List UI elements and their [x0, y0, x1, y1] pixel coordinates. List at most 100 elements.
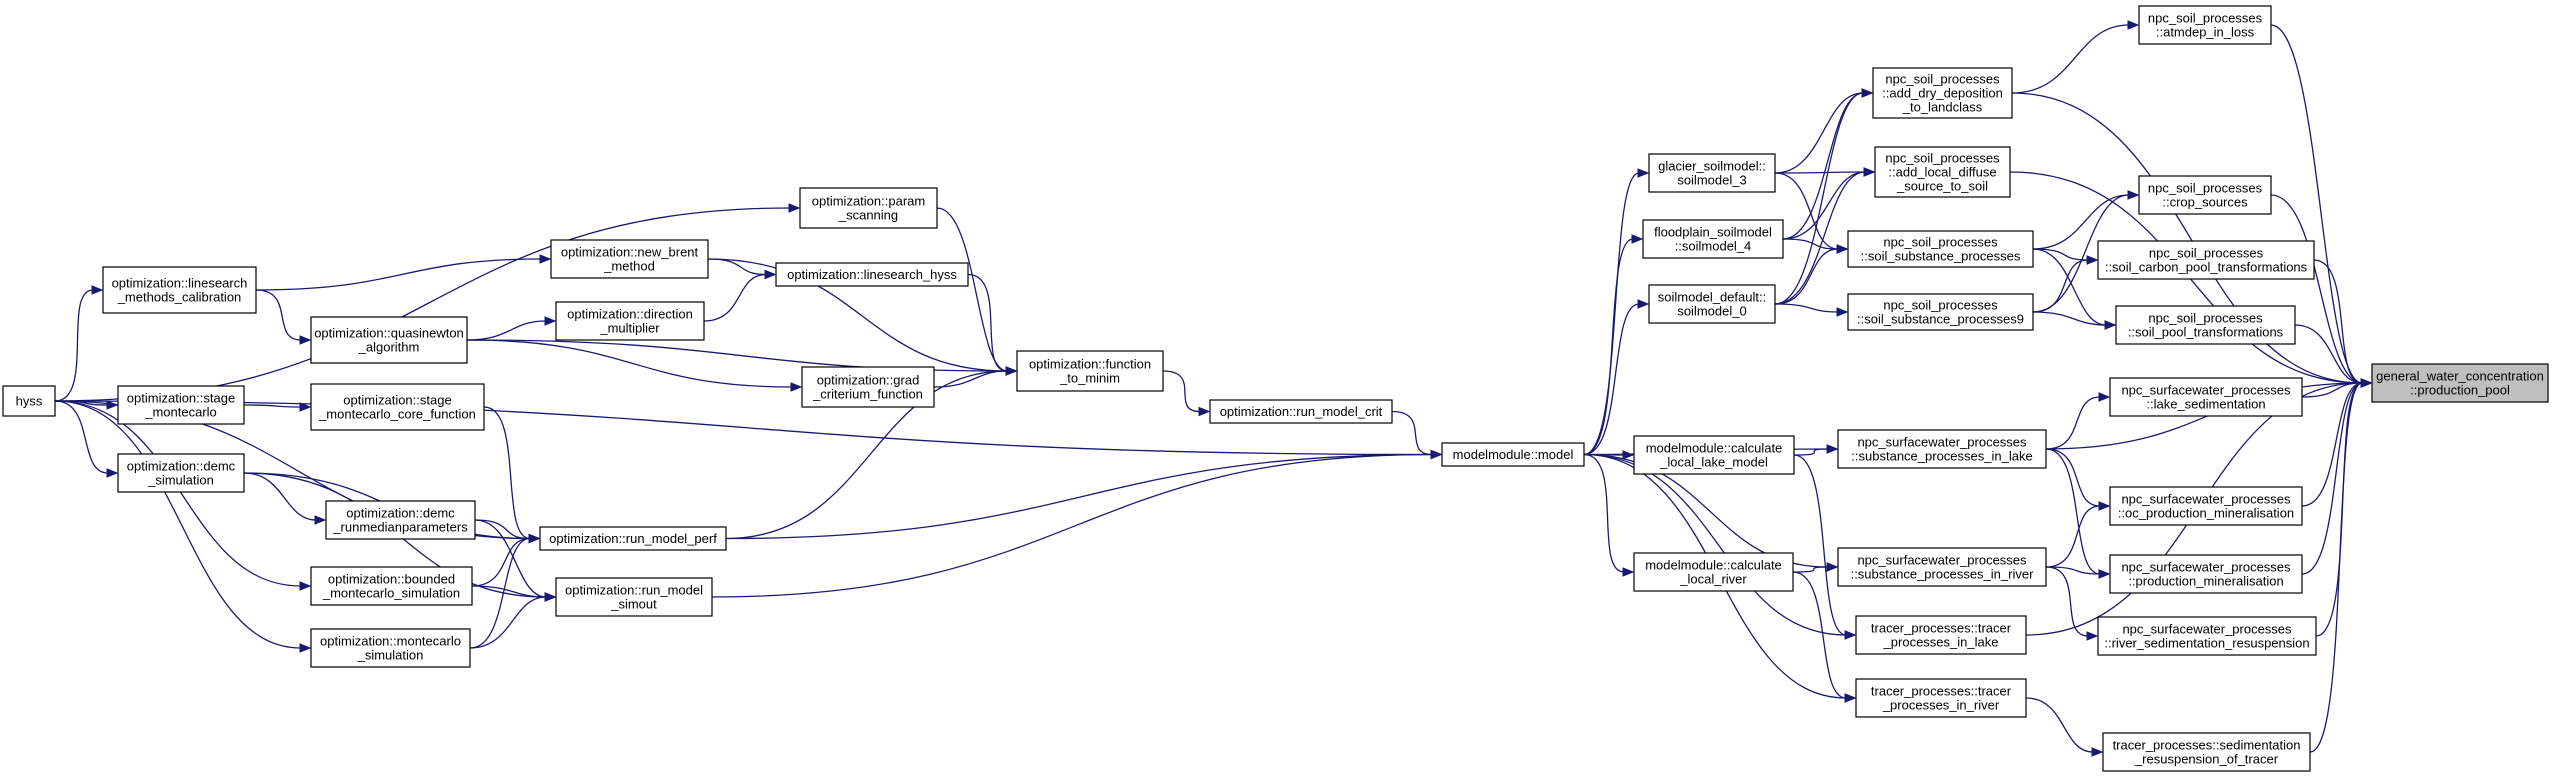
edge-line [2315, 382, 2363, 637]
node-box [310, 628, 471, 668]
node-river_sed[interactable]: npc_surfacewater_processes::river_sedime… [2097, 616, 2317, 656]
arrow-head-icon [544, 592, 557, 602]
arrow-head-icon [1637, 168, 1650, 178]
node-carbon[interactable]: npc_soil_processes::soil_carbon_pool_tra… [2097, 240, 2315, 280]
node-label: npc_soil_processes [1885, 151, 2000, 166]
edge-floodplain-to-add_diffuse [1782, 167, 1876, 240]
node-box [801, 366, 935, 408]
node-gwc_pp[interactable]: general_water_concentration::production_… [2371, 363, 2549, 403]
edge-line [54, 289, 94, 402]
edge-prod_min-to-gwc_pp [2301, 378, 2373, 575]
node-add_diffuse[interactable]: npc_soil_processes::add_local_diffuse_so… [1874, 146, 2011, 198]
node-label: _montecarlo_core_function [318, 407, 476, 422]
node-bounded_mc[interactable]: optimization::bounded_montecarlo_simulat… [310, 566, 473, 606]
edge-sm_default-to-add_dry [1774, 88, 1874, 305]
edge-line [707, 258, 1008, 372]
arrow-head-icon [764, 269, 777, 280]
edge-quasinewton-to-direction [466, 316, 557, 341]
node-crop[interactable]: npc_soil_processes::crop_sources [2138, 175, 2272, 215]
node-box [102, 266, 257, 314]
arrow-head-icon [790, 382, 803, 392]
arrow-head-icon [788, 203, 801, 213]
node-tr_lake[interactable]: tracer_processes::tracer_processes_in_la… [1855, 615, 2027, 655]
node-calc_lake[interactable]: modelmodule::calculate_local_lake_model [1633, 435, 1795, 475]
node-run_crit[interactable]: optimization::run_model_crit [1209, 399, 1393, 424]
edge-line [725, 370, 1008, 540]
edge-line [1782, 171, 1866, 240]
arrow-head-icon [1863, 167, 1876, 177]
edge-line [703, 273, 767, 322]
node-calc_river[interactable]: modelmodule::calculate_local_river [1633, 552, 1794, 592]
edge-line [1391, 410, 1433, 456]
node-floodplain[interactable]: floodplain_soilmodel::soilmodel_4 [1642, 219, 1784, 259]
node-param_scan[interactable]: optimization::param_scanning [799, 187, 938, 229]
node-run_perf[interactable]: optimization::run_model_perf [539, 526, 727, 551]
edge-calc_river-to-sw_river [1792, 562, 1839, 573]
edge-model-to-glacier [1583, 168, 1650, 456]
node-box [1633, 435, 1795, 475]
node-grad[interactable]: optimization::grad_criterium_function [801, 366, 935, 408]
node-soilpool[interactable]: npc_soil_processes::soil_pool_transforma… [2115, 305, 2296, 345]
node-label: _simulation [357, 648, 424, 663]
edge-line [483, 406, 531, 540]
node-direction[interactable]: optimization::direction_multiplier [555, 301, 705, 341]
node-label: general_water_concentration [2376, 369, 2544, 384]
node-atmdep[interactable]: npc_soil_processes::atmdep_in_loss [2138, 5, 2272, 45]
node-box [1209, 399, 1393, 424]
arrow-head-icon [2127, 190, 2140, 200]
node-model[interactable]: modelmodule::model [1441, 442, 1585, 467]
edge-line [474, 519, 531, 540]
node-stage_mc[interactable]: optimization::stage_montecarlo [117, 385, 245, 425]
node-tr_sed[interactable]: tracer_processes::sedimentation_resuspen… [2102, 732, 2311, 772]
edge-line [707, 258, 767, 276]
edge-sw_river-to-river_sed [2045, 566, 2099, 641]
node-tr_river[interactable]: tracer_processes::tracer_processes_in_ri… [1855, 678, 2027, 718]
node-label: optimization::stage [343, 393, 451, 408]
node-label: optimization::param [812, 194, 925, 209]
arrow-head-icon [544, 316, 557, 326]
node-sm_default[interactable]: soilmodel_default::soilmodel_0 [1648, 284, 1776, 324]
node-lsmc[interactable]: optimization::linesearch_methods_calibra… [102, 266, 257, 314]
node-lake_sed[interactable]: npc_surfacewater_processes::lake_sedimen… [2109, 377, 2303, 417]
node-sw_lake[interactable]: npc_surfacewater_processes::substance_pr… [1837, 429, 2047, 469]
node-glacier[interactable]: glacier_soilmodel::soilmodel_3 [1648, 153, 1776, 193]
node-box [117, 385, 245, 425]
node-label: ::soil_carbon_pool_transformations [2105, 260, 2308, 275]
node-func_minim[interactable]: optimization::function_to_minim [1016, 350, 1164, 392]
node-label: _algorithm [358, 340, 420, 355]
edge-line [2011, 24, 2130, 94]
arrow-head-icon [528, 533, 541, 544]
node-prod_min[interactable]: npc_surfacewater_processes::production_m… [2109, 554, 2303, 594]
arrow-head-icon [106, 468, 119, 478]
node-quasinewton[interactable]: optimization::quasinewton_algorithm [310, 316, 468, 364]
edge-line [1583, 453, 1847, 636]
node-box [1872, 67, 2013, 119]
edge-run_perf-to-func_minim [725, 366, 1018, 540]
node-sw_river[interactable]: npc_surfacewater_processes::substance_pr… [1837, 547, 2047, 587]
node-new_brent[interactable]: optimization::new_brent_method [550, 239, 709, 279]
node-ls_hyss[interactable]: optimization::linesearch_hyss [775, 262, 969, 287]
edge-line [255, 258, 542, 291]
arrow-head-icon [299, 643, 312, 653]
node-add_dry[interactable]: npc_soil_processes::add_dry_deposition_t… [1872, 67, 2013, 119]
edge-line [2011, 92, 2363, 384]
node-label: ::atmdep_in_loss [2156, 25, 2255, 40]
node-montecarlo[interactable]: optimization::montecarlo_simulation [310, 628, 471, 668]
edge-line [54, 400, 302, 649]
node-label: ::river_sedimentation_resuspension [2104, 636, 2309, 651]
node-soil_subst9[interactable]: npc_soil_processes::soil_substance_proce… [1847, 293, 2034, 331]
node-hyss[interactable]: hyss [2, 385, 56, 417]
node-oc_prod[interactable]: npc_surfacewater_processes::oc_productio… [2109, 486, 2303, 526]
edge-sw_river-to-oc_prod [2045, 501, 2111, 568]
node-run_simout[interactable]: optimization::run_model_simout [555, 577, 713, 617]
edge-calc_lake-to-sw_lake [1793, 444, 1839, 456]
edge-line [1583, 172, 1640, 456]
node-soil_subst[interactable]: npc_soil_processes::soil_substance_proce… [1847, 230, 2034, 268]
node-demc_runmed[interactable]: optimization::demc_runmedianparameters [325, 500, 476, 540]
edge-line [2032, 248, 2089, 261]
edge-line [1782, 92, 1864, 240]
node-demc[interactable]: optimization::demc_simulation [117, 453, 245, 493]
node-stage_core[interactable]: optimization::stage_montecarlo_core_func… [310, 383, 485, 431]
edge-river_sed-to-gwc_pp [2315, 378, 2373, 637]
node-label: optimization::run_model_perf [549, 531, 717, 546]
